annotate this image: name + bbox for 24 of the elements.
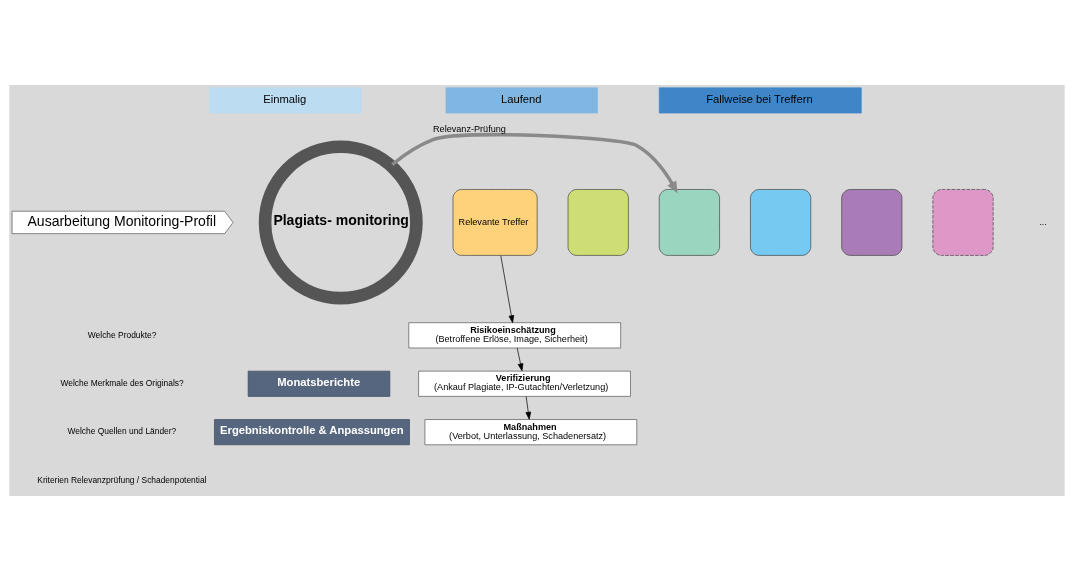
label: Welche Produkte? xyxy=(87,329,157,340)
label: Kriterien Relevanzprüfung / Schadenpotential xyxy=(37,474,207,485)
node-box: Relevante Treffer xyxy=(452,189,538,256)
node-box xyxy=(567,189,629,256)
node-box xyxy=(932,189,994,256)
node-box: Fallweise bei Treffern xyxy=(658,87,862,114)
node-box xyxy=(750,189,812,256)
node-box: Maßnahmen (Verbot, Unterlassung, Schadenersatz) xyxy=(424,419,638,446)
label: Welche Merkmale des Originals? xyxy=(60,377,184,388)
node-box xyxy=(658,189,720,256)
arrow xyxy=(516,347,524,372)
arrow xyxy=(500,255,515,324)
node-box: Verifizierung (Ankauf Plagiate, IP-Gutachten/Verletzung) xyxy=(418,370,631,397)
edge-label: Relevanz-Prüfung xyxy=(433,123,506,134)
node-box: Ergebniskontrolle & Anpassungen xyxy=(214,419,410,446)
label: ... xyxy=(1039,216,1047,227)
arrow xyxy=(391,133,678,194)
node-box: Risikoeinschätzung (Betroffene Erlöse, Image, Sicherheit) xyxy=(408,322,621,349)
node-box: Laufend xyxy=(445,87,598,114)
arrow xyxy=(525,396,532,420)
node-box xyxy=(841,189,903,256)
node-box: Einmalig xyxy=(209,87,362,114)
label: Welche Quellen und Länder? xyxy=(67,426,177,437)
node-box: Monatsberichte xyxy=(247,370,391,397)
